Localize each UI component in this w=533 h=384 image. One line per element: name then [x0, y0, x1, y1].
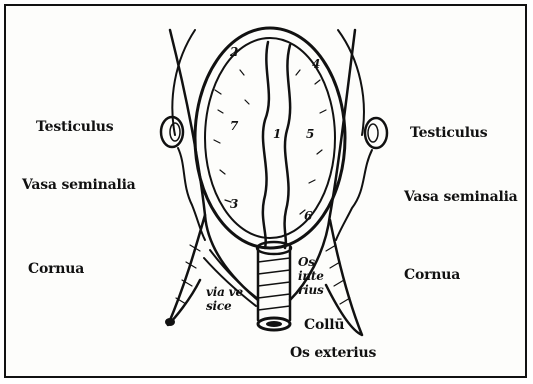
cell-divider-2: [285, 45, 291, 248]
label-os-interius-line-1: Os: [298, 256, 324, 268]
vasa-seminalia-right: [336, 150, 372, 240]
cell-number-2: 2: [230, 46, 238, 58]
cell-number-7: 7: [230, 120, 238, 132]
label-via-vesice: via ve sice: [206, 286, 243, 312]
label-via-vesice-line-1: via ve: [206, 286, 243, 298]
label-vasa-seminalia-left: Vasa seminalia: [22, 178, 136, 192]
label-cornua-left: Cornua: [28, 262, 84, 276]
cell-number-3: 3: [230, 198, 238, 210]
label-os-exterius: Os exterius: [290, 346, 376, 360]
cell-number-1: 1: [273, 128, 281, 140]
cell-number-6: 6: [304, 210, 312, 222]
testicle-right-inner: [368, 124, 378, 142]
uterus-outer-wall: [195, 28, 345, 248]
label-collum: Collū: [304, 318, 344, 332]
label-os-interius-line-3: rius: [298, 284, 324, 296]
cell-number-4: 4: [312, 58, 320, 70]
outer-outline-right: [338, 30, 364, 135]
cornu-left: [168, 215, 205, 325]
cornu-left-tip: [165, 318, 175, 326]
label-os-interius: Os inte rius: [298, 256, 324, 296]
label-via-vesice-line-2: sice: [206, 300, 243, 312]
label-testiculus-right: Testiculus: [410, 126, 487, 140]
label-os-interius-line-2: inte: [298, 270, 324, 282]
label-vasa-seminalia-right: Vasa seminalia: [404, 190, 518, 204]
label-testiculus-left: Testiculus: [36, 120, 113, 134]
label-cornua-right: Cornua: [404, 268, 460, 282]
cell-number-5: 5: [306, 128, 314, 140]
cell-divider-1: [263, 42, 269, 248]
collum-rings: [258, 258, 290, 310]
cell-hatching: [214, 70, 326, 214]
